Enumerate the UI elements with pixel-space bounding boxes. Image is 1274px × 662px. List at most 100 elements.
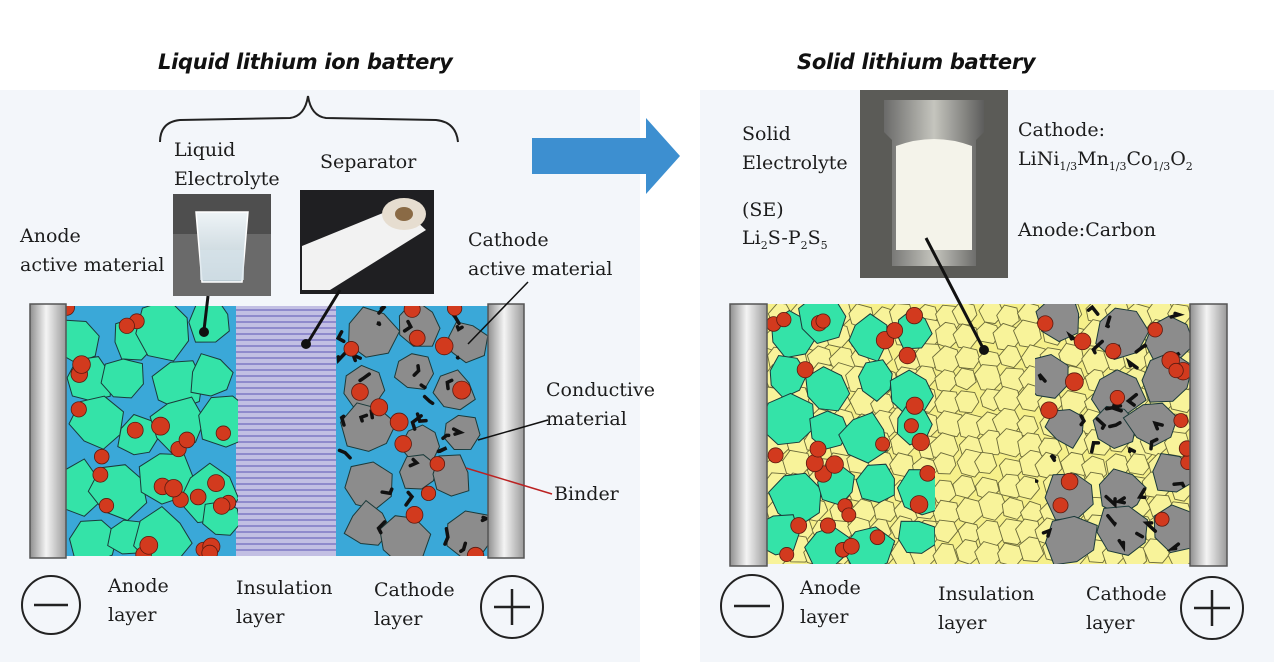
- cathode-particle: [1035, 353, 1069, 399]
- binder-dot: [805, 454, 824, 473]
- binder-dot: [1037, 315, 1054, 332]
- binder-dot: [189, 488, 207, 506]
- binder-dot: [403, 306, 421, 318]
- binder-dot: [905, 396, 924, 415]
- plus-terminal-icon: [480, 575, 544, 639]
- binder-dot: [466, 546, 485, 556]
- separator-stripes: [236, 309, 336, 551]
- conductive-carbon-fiber: [1149, 437, 1159, 451]
- conductive-carbon-fiber: [1079, 414, 1087, 427]
- binder-dot: [118, 317, 135, 334]
- binder-dot: [215, 425, 231, 441]
- binder-dot: [815, 313, 831, 329]
- binder-dot: [343, 341, 360, 357]
- liquid-cathode-layer-label: Cathode layer: [374, 579, 455, 630]
- binder-dot: [351, 383, 369, 401]
- binder-dot: [151, 416, 170, 436]
- solid-electrolyte-grain: [977, 491, 1008, 521]
- binder-dot: [776, 311, 792, 328]
- liquid-battery-title: Liquid lithium ion battery: [158, 50, 453, 74]
- solid-anode-layer-label: Anode layer: [800, 577, 861, 628]
- binder-dot: [92, 466, 109, 483]
- binder-dot: [70, 401, 87, 418]
- binder-dot: [903, 418, 919, 434]
- conductive-carbon-fiber: [422, 394, 435, 406]
- binder-dot: [420, 485, 437, 501]
- anode-particle: [897, 520, 935, 554]
- conductive-carbon-fiber: [1089, 440, 1101, 454]
- conductive-carbon-fiber: [1104, 315, 1112, 329]
- cathode-particle: [446, 510, 488, 556]
- liquid-electrolyte-photo: [173, 194, 271, 296]
- solid-electrolyte-grain: [953, 367, 977, 391]
- liquid-electrolyte-label: Liquid Electrolyte: [174, 139, 280, 190]
- binder-dot: [898, 346, 917, 365]
- conductive-carbon-fiber: [1142, 521, 1158, 533]
- binder-dot: [1060, 472, 1079, 491]
- separator-label: Separator: [320, 151, 417, 173]
- conductive-carbon-fiber: [1091, 339, 1104, 355]
- conductive-carbon-fiber: [459, 541, 468, 553]
- binder-dot: [869, 529, 886, 546]
- conductive-carbon-fiber: [1111, 403, 1123, 410]
- binder-dot: [911, 432, 930, 452]
- solid-electrolyte-grain: [1018, 536, 1045, 563]
- conductive-carbon-fiber: [415, 412, 428, 424]
- solid-electrolyte-grain: [935, 410, 966, 438]
- solid-electrolyte-grain: [1001, 496, 1025, 520]
- conductive-carbon-fiber: [336, 330, 346, 344]
- liquid-cathode-particles: [336, 306, 488, 556]
- binder-dot: [1168, 362, 1184, 379]
- solid-electrolyte-grain: [996, 428, 1026, 458]
- cathode-formula-text: LiNi1/3Mn1/3Co1/3O2: [1018, 148, 1193, 173]
- conductive-carbon-fiber: [1125, 392, 1139, 407]
- conductive-carbon-fiber: [1114, 496, 1126, 505]
- conductive-carbon-fiber: [402, 319, 414, 333]
- binder-dot: [875, 436, 891, 452]
- conductive-carbon-fiber: [376, 520, 387, 535]
- binder-dot: [98, 498, 115, 514]
- se-formula-text: Li2S-P2S5: [742, 227, 828, 252]
- liquid-insulation-layer-label: Insulation layer: [236, 577, 333, 628]
- solid-cathode-particles: [1035, 304, 1190, 564]
- binder-dot: [164, 479, 183, 498]
- conductive-carbon-fiber: [1104, 494, 1117, 509]
- solid-electrolyte-grain: [954, 346, 981, 370]
- binder-dot: [1105, 342, 1122, 360]
- conductive-carbon-fiber: [339, 414, 346, 427]
- binder-dot: [843, 537, 860, 555]
- conductive-carbon-fiber: [1152, 420, 1164, 431]
- solid-electrolyte-grain: [955, 539, 981, 564]
- binder-dot: [809, 440, 827, 458]
- liquid-electrolyte-leader: [202, 295, 210, 331]
- binder-dot: [886, 322, 904, 339]
- conductive-carbon-fiber: [445, 378, 454, 391]
- conductive-carbon-fiber: [455, 355, 461, 360]
- solid-electrolyte-abbrev: (SE): [742, 199, 784, 221]
- solid-electrolyte-grain: [998, 344, 1023, 369]
- solid-cathode-layer-label: Cathode layer: [1086, 583, 1167, 634]
- conductive-carbon-fiber: [358, 372, 371, 383]
- conductive-carbon-fiber: [380, 487, 394, 496]
- liquid-anode-collector: [29, 303, 67, 559]
- conductive-carbon-fiber: [1172, 481, 1186, 488]
- minus-terminal-icon: [21, 575, 81, 635]
- solid-electrolyte-formula: Li2S-P2S5: [742, 224, 828, 260]
- conductive-carbon-fiber: [376, 321, 382, 327]
- solid-electrolyte-grain: [932, 452, 957, 475]
- binder-dot: [825, 455, 844, 474]
- anode-particle: [857, 359, 893, 402]
- conductive-carbon-fiber: [358, 413, 369, 423]
- binder-dot: [819, 517, 836, 534]
- conductive-carbon-fiber: [443, 527, 450, 546]
- binder-dot: [905, 306, 923, 325]
- conductive-carbon-fiber: [1136, 487, 1147, 500]
- liquid-cathode-collector: [487, 303, 525, 559]
- conductive-carbon-fiber: [337, 448, 352, 460]
- anode-particle: [767, 392, 815, 446]
- cathode-active-leader: [467, 281, 529, 345]
- solid-electrolyte-grain: [997, 473, 1024, 499]
- minus-terminal-icon: [720, 574, 784, 638]
- conductive-carbon-fiber: [1108, 420, 1122, 429]
